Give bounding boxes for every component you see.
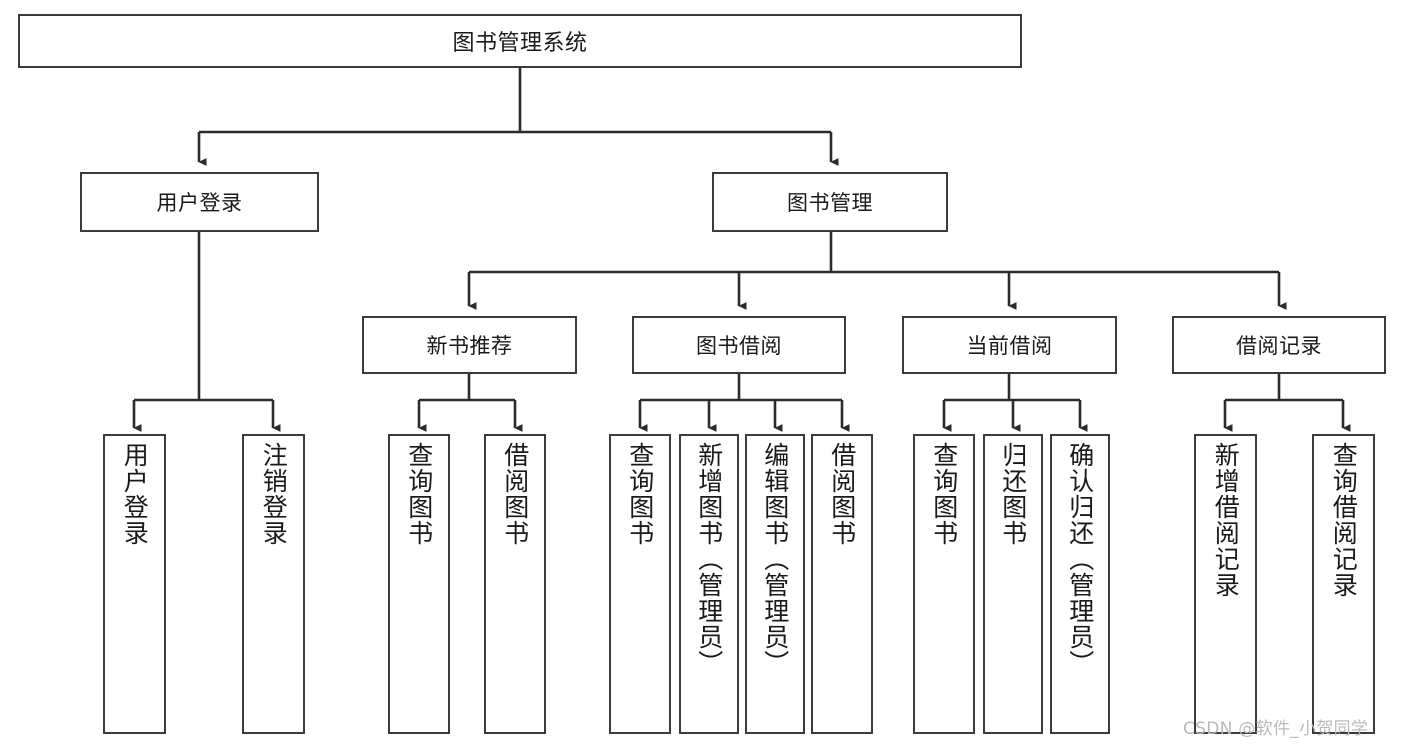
node-label: 新书推荐 [426, 334, 513, 358]
leaf-user-login-login[interactable]: 用户登录 [103, 434, 166, 734]
node-label: 图书借阅 [696, 334, 782, 358]
node-label: 编辑图书（管理员） [760, 442, 790, 676]
node-borrow-records[interactable]: 借阅记录 [1172, 316, 1386, 374]
node-label: 图书管理 [787, 191, 873, 215]
leaf-borrow-edit-book-admin[interactable]: 编辑图书（管理员） [745, 434, 805, 734]
node-current-borrow[interactable]: 当前借阅 [902, 316, 1117, 374]
node-label: 用户登录 [156, 191, 243, 215]
node-label: 当前借阅 [966, 334, 1053, 358]
leaf-borrow-borrow-book[interactable]: 借阅图书 [811, 434, 873, 734]
leaf-borrow-add-book-admin[interactable]: 新增图书（管理员） [679, 434, 739, 734]
node-user-login[interactable]: 用户登录 [80, 172, 319, 232]
leaf-records-query-record[interactable]: 查询借阅记录 [1312, 434, 1375, 734]
node-new-book-recommend[interactable]: 新书推荐 [362, 316, 577, 374]
leaf-recommend-query-book[interactable]: 查询图书 [388, 434, 450, 734]
leaf-current-confirm-return-admin[interactable]: 确认归还（管理员） [1050, 434, 1110, 734]
leaf-user-login-logout[interactable]: 注销登录 [242, 434, 305, 734]
leaf-current-return-book[interactable]: 归还图书 [983, 434, 1043, 734]
node-label: 注销登录 [259, 442, 289, 546]
node-label: 图书管理系统 [452, 31, 588, 56]
node-label: 新增图书（管理员） [694, 442, 724, 676]
node-book-management[interactable]: 图书管理 [712, 172, 948, 232]
node-label: 借阅图书 [827, 442, 857, 546]
node-label: 确认归还（管理员） [1065, 442, 1095, 676]
node-label: 借阅图书 [500, 442, 530, 546]
node-label: 借阅记录 [1236, 334, 1322, 358]
node-label: 查询图书 [404, 442, 434, 546]
leaf-borrow-query-book[interactable]: 查询图书 [609, 434, 671, 734]
leaf-records-add-record[interactable]: 新增借阅记录 [1194, 434, 1257, 734]
node-label: 查询借阅记录 [1329, 442, 1359, 598]
node-root-system[interactable]: 图书管理系统 [18, 14, 1022, 68]
leaf-current-query-book[interactable]: 查询图书 [913, 434, 975, 734]
node-label: 用户登录 [120, 442, 150, 546]
leaf-recommend-borrow-book[interactable]: 借阅图书 [484, 434, 546, 734]
node-label: 查询图书 [625, 442, 655, 546]
node-label: 查询图书 [929, 442, 959, 546]
node-book-borrow[interactable]: 图书借阅 [632, 316, 846, 374]
watermark: CSDN @软件_小贺同学 [1183, 719, 1369, 739]
node-label: 新增借阅记录 [1211, 442, 1241, 598]
node-label: 归还图书 [998, 442, 1028, 546]
